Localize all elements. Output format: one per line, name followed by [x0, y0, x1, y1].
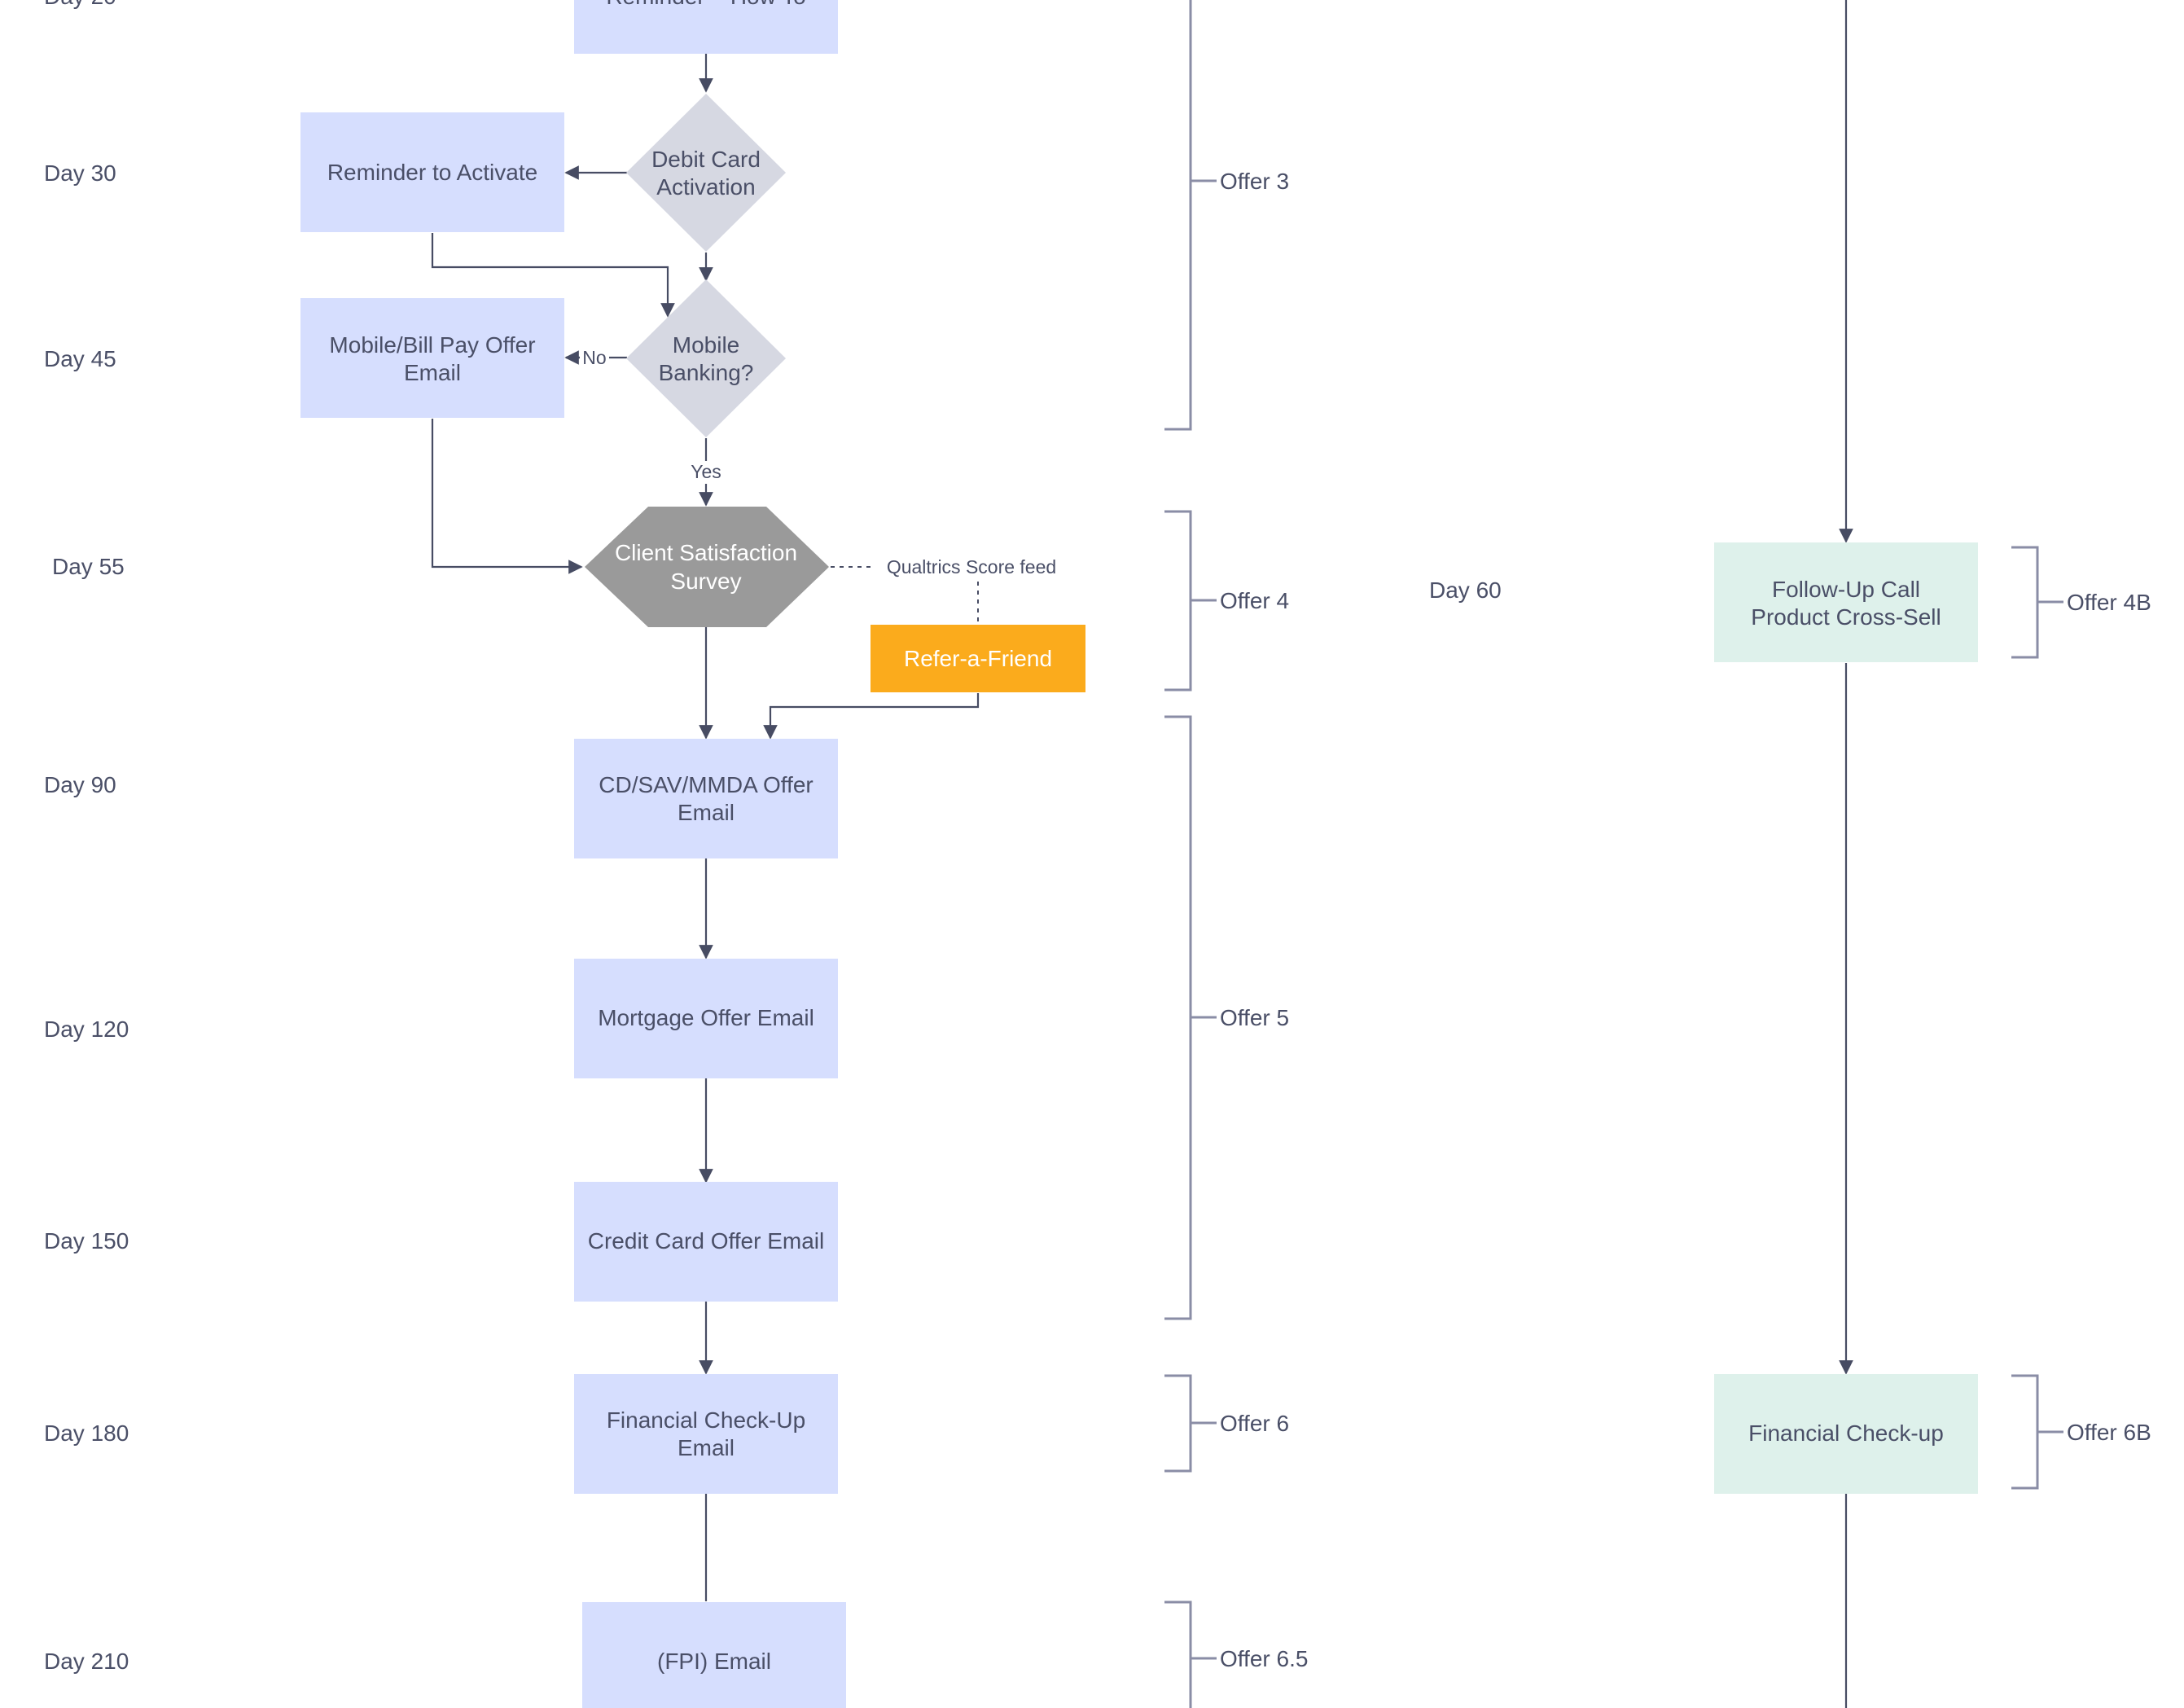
mobile-bill-text-1: Mobile/Bill Pay Offer	[329, 332, 535, 358]
offer-6b-label: Offer 6B	[2067, 1420, 2151, 1445]
offer-brackets	[1164, 0, 2063, 1708]
survey-text-2: Survey	[670, 569, 741, 594]
day-label-180: Day 180	[44, 1420, 129, 1446]
bracket-offer-5	[1164, 715, 1192, 1320]
cd-sav-mmda-box	[574, 739, 838, 858]
day-label-210: Day 210	[44, 1649, 129, 1674]
edge-mobilebill-to-survey	[431, 419, 583, 574]
yes-edge-label: Yes	[691, 461, 721, 482]
client-satisfaction-survey-node	[585, 507, 829, 627]
follow-up-call-box	[1714, 542, 1978, 662]
mobile-banking-text-2: Banking?	[659, 360, 754, 385]
mortgage-offer-box	[574, 959, 838, 1078]
mortgage-text: Mortgage Offer Email	[598, 1005, 814, 1030]
mobile-banking-decision	[626, 279, 786, 437]
day-label-120: Day 120	[44, 1016, 129, 1042]
day-label-55: Day 55	[52, 554, 125, 579]
qualtrics-score-label: Qualtrics Score feed	[887, 556, 1056, 577]
mobile-banking-text-1: Mobile	[673, 332, 739, 358]
cd-text-1: CD/SAV/MMDA Offer	[599, 772, 813, 797]
no-edge-label: No	[582, 347, 606, 368]
qualtrics-link	[831, 566, 979, 624]
bracket-offer-4	[1164, 510, 1192, 692]
top-reminder-text: Reminder – How To	[606, 0, 805, 9]
fpi-email-box	[582, 1602, 846, 1708]
day-label-20: Day 20	[44, 0, 116, 9]
followup-text-2: Product Cross-Sell	[1751, 604, 1941, 630]
checkup-text-1: Financial Check-Up	[607, 1407, 805, 1433]
refer-a-friend-box	[871, 625, 1085, 692]
debit-card-text-1: Debit Card	[651, 147, 761, 172]
followup-text-1: Follow-Up Call	[1772, 577, 1920, 602]
cd-text-2: Email	[678, 800, 735, 825]
checkup-text-2: Email	[678, 1435, 735, 1460]
edge-refer-to-cd	[763, 693, 980, 740]
checkup-right-text: Financial Check-up	[1748, 1420, 1944, 1446]
offer-6-label: Offer 6	[1220, 1411, 1289, 1436]
day-label-60: Day 60	[1429, 577, 1502, 603]
edge-reminder-to-mobile	[431, 233, 675, 318]
bracket-offer-6	[1164, 1374, 1192, 1473]
day-label-150: Day 150	[44, 1228, 129, 1254]
refer-a-friend-text: Refer-a-Friend	[904, 646, 1052, 671]
bracket-offer-6-5	[1164, 1600, 1192, 1708]
bracket-offer-6b	[2011, 1374, 2039, 1490]
debit-card-decision	[626, 94, 786, 252]
reminder-to-activate-text: Reminder to Activate	[327, 160, 537, 185]
day-label-45: Day 45	[44, 346, 116, 371]
offer-6-5-label: Offer 6.5	[1220, 1646, 1308, 1671]
survey-text-1: Client Satisfaction	[615, 540, 797, 565]
offer-4-label: Offer 4	[1220, 588, 1289, 613]
financial-checkup-email-box	[574, 1374, 838, 1494]
day-label-30: Day 30	[44, 160, 116, 186]
offer-5-label: Offer 5	[1220, 1005, 1289, 1030]
day-label-90: Day 90	[44, 772, 116, 797]
credit-card-offer-box	[574, 1182, 838, 1302]
bracket-offer-3	[1164, 0, 1192, 431]
offer-4b-label: Offer 4B	[2067, 590, 2151, 615]
financial-checkup-right-box	[1714, 1374, 1978, 1494]
mobile-bill-pay-box	[300, 298, 564, 418]
fpi-text: (FPI) Email	[657, 1649, 771, 1674]
reminder-to-activate-box	[300, 112, 564, 232]
top-reminder-box	[574, 0, 838, 54]
bracket-offer-4b	[2011, 546, 2039, 659]
credit-card-text: Credit Card Offer Email	[588, 1228, 824, 1254]
debit-card-text-2: Activation	[656, 174, 755, 200]
offer-3-label: Offer 3	[1220, 169, 1289, 194]
mobile-bill-text-2: Email	[404, 360, 461, 385]
